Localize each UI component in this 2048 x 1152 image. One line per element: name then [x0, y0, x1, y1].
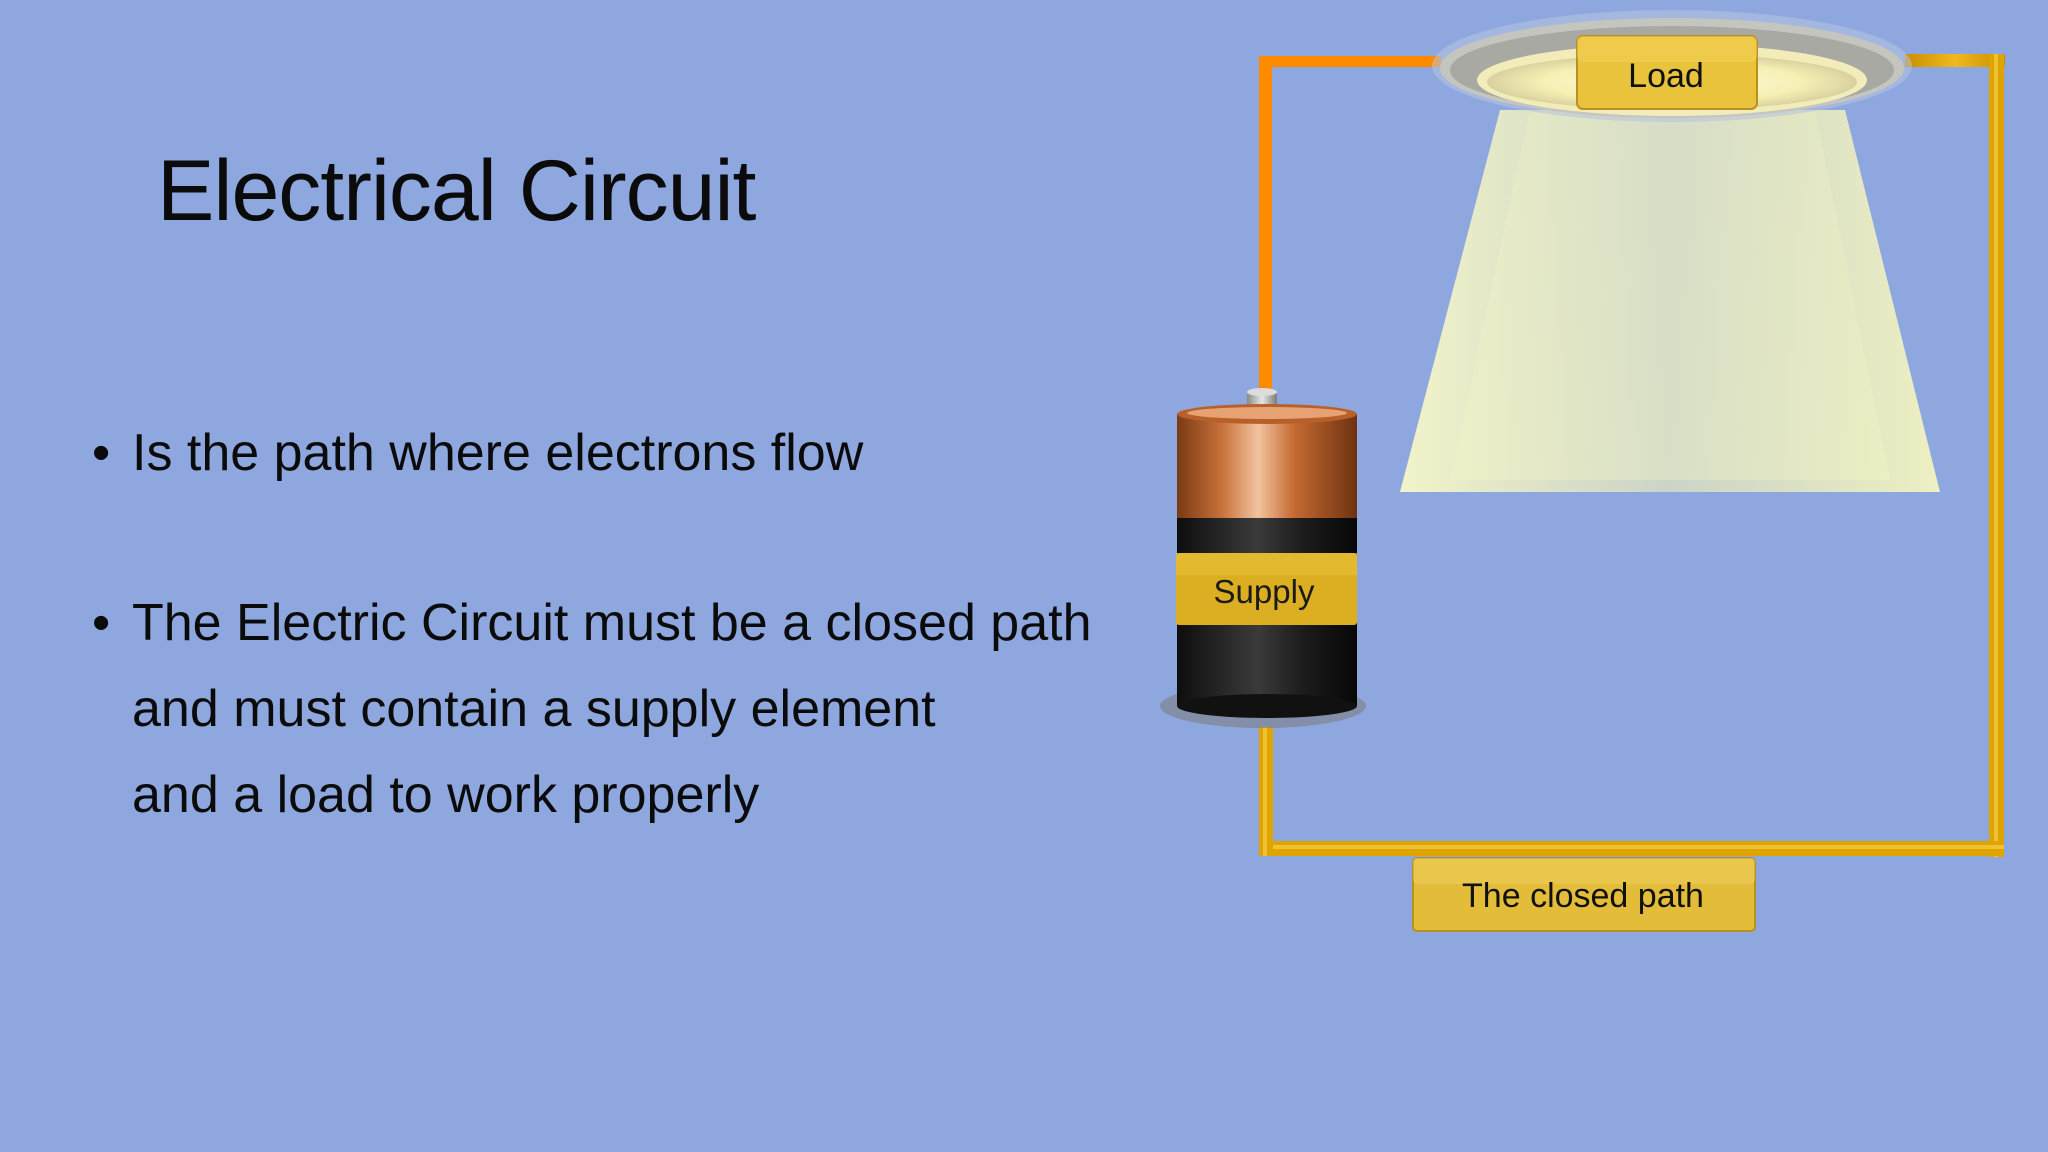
wire-left-upper: [1259, 56, 1272, 392]
bullet-line: The Electric Circuit must be a closed pa…: [132, 594, 1092, 652]
slide-title: Electrical Circuit: [157, 143, 756, 239]
closed-path-label: The closed path: [1462, 877, 1704, 915]
load-label-box: Load: [1576, 35, 1758, 110]
bullet-list: • Is the path where electrons flow • The…: [92, 410, 1152, 922]
closed-path-label-box: The closed path: [1412, 857, 1756, 932]
load-label: Load: [1628, 57, 1704, 95]
bullet-line: Is the path where electrons flow: [132, 424, 864, 482]
light-beam-core: [1450, 110, 1890, 480]
wire-top-left: [1259, 56, 1441, 67]
bullet-dot: •: [92, 594, 111, 652]
wire-top-right: [1905, 54, 2005, 67]
supply-label-box: Supply: [1176, 553, 1357, 625]
bullet-item: • Is the path where electrons flow: [92, 410, 1152, 496]
bullet-line: and must contain a supply element: [132, 680, 936, 738]
supply-label: Supply: [1214, 573, 1315, 610]
bullet-line: and a load to work properly: [132, 766, 760, 824]
bullet-dot: •: [92, 424, 111, 482]
bullet-item: • The Electric Circuit must be a closed …: [92, 580, 1152, 838]
